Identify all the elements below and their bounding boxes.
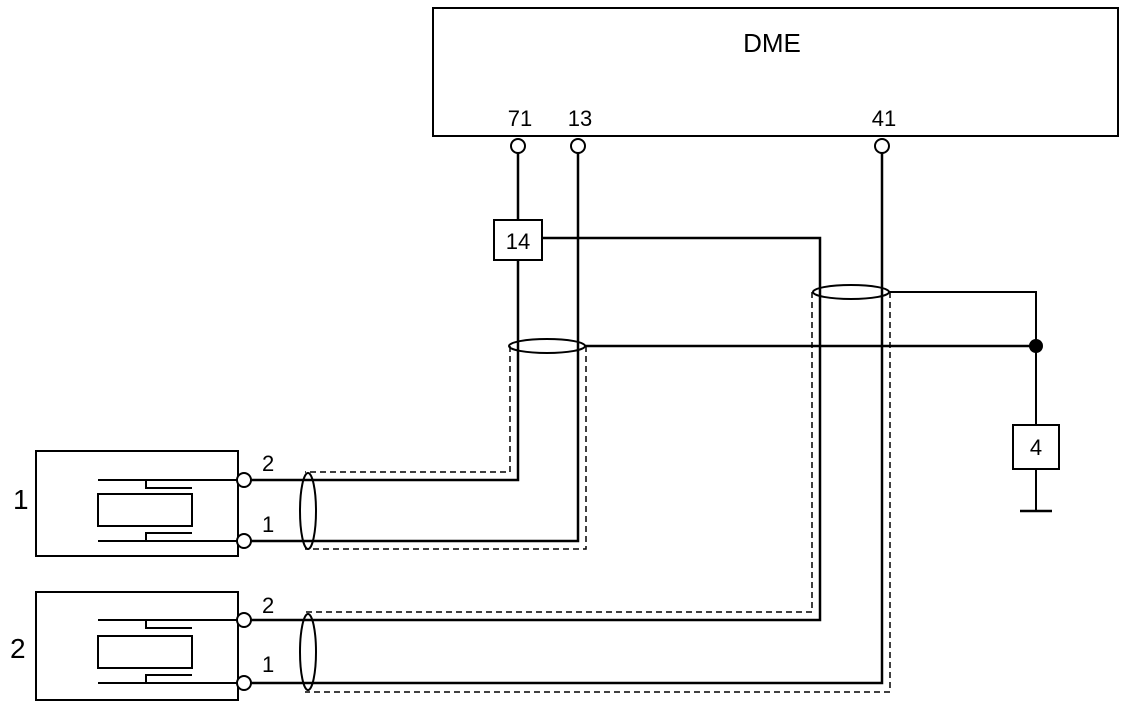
shield-2-braid — [305, 292, 891, 693]
junction-dot — [1029, 339, 1043, 353]
shield-2-top-ring — [812, 284, 890, 300]
sensor-2-pin2-label: 2 — [262, 593, 274, 618]
dme-box — [432, 7, 1119, 137]
sensor-2: 2 1 — [35, 591, 274, 701]
shield-1-top-ring — [508, 338, 586, 354]
sensor-1-leads — [146, 479, 241, 542]
shield2-ground-line — [889, 291, 1037, 346]
sensor-1-label: 1 — [13, 484, 29, 515]
sensor-1-element-frame — [98, 479, 192, 542]
sensor-1-element — [97, 493, 193, 527]
sensor-1-pin2-label: 2 — [262, 451, 274, 476]
sensor-1: 2 1 — [35, 450, 274, 557]
shield-1-braid — [305, 346, 587, 550]
dme-label: DME — [743, 28, 801, 58]
sensor-2-pin1-label: 1 — [262, 652, 274, 677]
module-14-label: 14 — [506, 229, 530, 254]
pin-71-terminal — [510, 138, 526, 154]
module-14-box — [493, 219, 543, 261]
wire-14-to-sensor2-pin2 — [250, 236, 822, 622]
pin-13-terminal — [570, 138, 586, 154]
wire-pin41-to-sensor2-pin1 — [250, 153, 884, 685]
sensor-2-element-frame — [98, 619, 192, 684]
sensor-1-pin1-terminal — [236, 533, 252, 549]
sensor-1-pin1-label: 1 — [262, 512, 274, 537]
module-4-box — [1012, 424, 1060, 470]
module-4-label: 4 — [1030, 435, 1042, 460]
pin-71-label: 71 — [508, 106, 532, 131]
pin-41-label: 41 — [872, 106, 896, 131]
sensor-2-pin1-terminal — [236, 675, 252, 691]
shield-1-end-ring — [299, 472, 317, 550]
pin-41-terminal — [874, 138, 890, 154]
wire-pin13-to-sensor1-pin1 — [250, 153, 580, 543]
sensor-2-label: 2 — [10, 633, 26, 664]
sensor-2-pin2-terminal — [236, 612, 252, 628]
sensor-2-leads — [146, 619, 241, 684]
pin-13-label: 13 — [568, 106, 592, 131]
sensor-1-pin2-terminal — [236, 472, 252, 488]
sensor-2-element — [97, 635, 193, 669]
shield-2-end-ring — [299, 613, 317, 691]
wire-14-to-sensor1-pin2 — [250, 260, 520, 482]
